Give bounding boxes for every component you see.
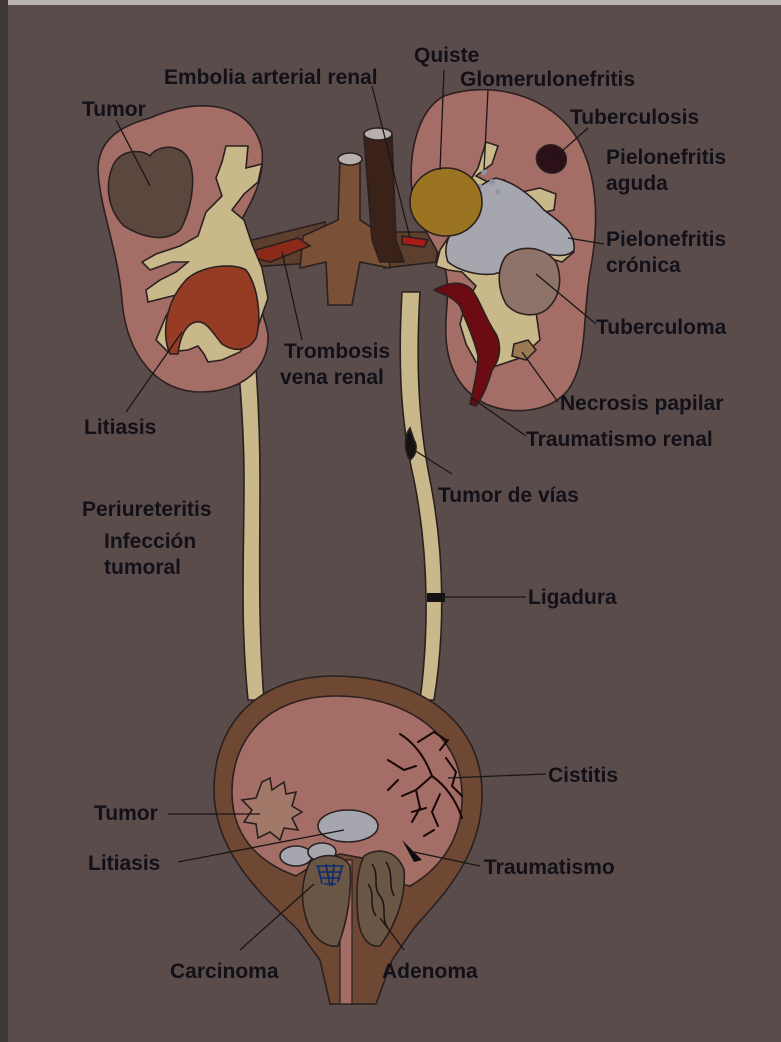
label-pielo-cronica-2: crónica bbox=[606, 254, 681, 277]
label-carcinoma: Carcinoma bbox=[170, 960, 279, 983]
label-trauma-renal: Traumatismo renal bbox=[526, 428, 713, 451]
label-trombosis-2: vena renal bbox=[280, 366, 384, 389]
left-kidney-tumor bbox=[108, 147, 192, 237]
label-necrosis: Necrosis papilar bbox=[560, 392, 723, 415]
label-pielo-aguda-2: aguda bbox=[606, 172, 668, 195]
label-tuberculoma: Tuberculoma bbox=[596, 316, 727, 339]
label-traumatismo: Traumatismo bbox=[484, 856, 615, 879]
right-ureter bbox=[400, 292, 442, 700]
ligature bbox=[427, 593, 445, 602]
label-infeccion-2: tumoral bbox=[104, 556, 181, 579]
aorta-top bbox=[364, 128, 392, 140]
label-ligadura: Ligadura bbox=[528, 586, 617, 609]
label-embolia: Embolia arterial renal bbox=[164, 66, 378, 89]
right-kidney-cyst bbox=[410, 168, 482, 236]
label-cistitis: Cistitis bbox=[548, 764, 618, 787]
label-periureteritis: Periureteritis bbox=[82, 498, 212, 521]
label-tumor-vesical: Tumor bbox=[94, 802, 158, 825]
label-trombosis-1: Trombosis bbox=[284, 340, 390, 363]
glomerulus-dot-4 bbox=[496, 190, 501, 195]
label-tumor-vias: Tumor de vías bbox=[438, 484, 579, 507]
right-kidney bbox=[410, 90, 596, 411]
label-litiasis-renal: Litiasis bbox=[84, 416, 156, 439]
right-kidney-tuberculoma bbox=[499, 248, 559, 315]
label-pielo-cronica-1: Pielonefritis bbox=[606, 228, 726, 251]
vena-cava-top bbox=[338, 153, 362, 165]
bladder bbox=[214, 676, 482, 1004]
label-litiasis-vesical: Litiasis bbox=[88, 852, 160, 875]
glomerulus-dot-2 bbox=[489, 179, 495, 185]
lead-trombosis bbox=[282, 252, 302, 340]
left-kidney bbox=[98, 106, 268, 392]
label-tumor-renal: Tumor bbox=[82, 98, 146, 121]
label-glomerulonefritis: Glomerulonefritis bbox=[460, 68, 635, 91]
label-pielo-aguda-1: Pielonefritis bbox=[606, 146, 726, 169]
label-quiste: Quiste bbox=[414, 44, 479, 67]
bladder-stone-small bbox=[280, 846, 312, 866]
label-tuberculosis: Tuberculosis bbox=[570, 106, 699, 129]
label-adenoma: Adenoma bbox=[382, 960, 478, 983]
bladder-stone-large bbox=[318, 810, 378, 842]
right-kidney-tb-lesion bbox=[536, 145, 566, 173]
label-infeccion-1: Infección bbox=[104, 530, 196, 553]
